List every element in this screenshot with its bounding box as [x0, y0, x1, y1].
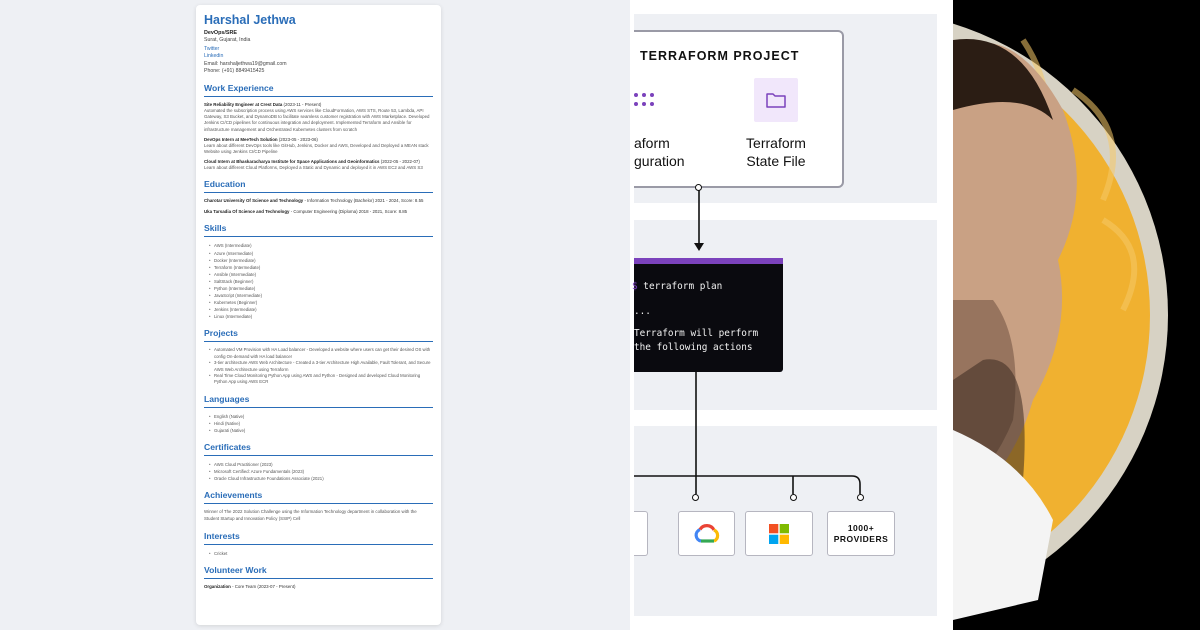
volunteer-org: Organization [204, 583, 231, 589]
list-item: 3-tier architecture AWS Web Architecture… [209, 360, 433, 373]
languages-list: English (Native) Hindi (Native) Gujarati… [204, 413, 433, 434]
config-caption-line1: aform [634, 135, 670, 151]
education-entry: Uka Tarsadia Of Science and Technology -… [204, 209, 433, 215]
achievement-text: Winner of The 2022 Solution Challenge us… [204, 509, 417, 522]
terraform-diagram: TERRAFORM PROJECT aform guration Terrafo… [630, 0, 953, 630]
avatar [953, 23, 1168, 620]
list-item: Jenkins (Intermediate) [209, 306, 433, 313]
state-caption-line2: State File [746, 153, 806, 169]
list-item: Real Time Cloud Monitoring Python App us… [209, 373, 433, 386]
list-item: Terraform (Intermediate) [209, 264, 433, 271]
provider-card-partial [634, 511, 648, 556]
section-work-heading: Work Experience [204, 83, 433, 97]
google-cloud-icon [694, 523, 719, 543]
terminal-line: ... [634, 306, 651, 317]
certificates-list: AWS Cloud Practitioner (2023) Microsoft … [204, 461, 433, 482]
school-detail: - Information Technology (Bachelor) 2021… [303, 198, 424, 204]
list-item: AWS Cloud Practitioner (2023) [209, 461, 433, 468]
list-item: Cricket [209, 550, 433, 557]
skills-list: AWS (Intermediate) Azure (Intermediate) … [204, 242, 433, 320]
terminal-command: $ terraform plan [632, 281, 723, 292]
connector-node [692, 494, 699, 501]
section-certificates-heading: Certificates [204, 442, 433, 457]
school-name: Charotar University Of Science and Techn… [204, 198, 304, 204]
job-dates: (2023-11 - Present) [282, 102, 322, 107]
list-item: Automated VM Provision with HA Load bala… [209, 347, 433, 360]
job-entry: Site Reliability Engineer at Crest Data … [204, 102, 433, 133]
list-item: SaltStack (Beginner) [209, 278, 433, 285]
projects-list: Automated VM Provision with HA Load bala… [204, 347, 433, 385]
linkedin-link[interactable]: Linkedin [204, 53, 224, 59]
terminal-line: Terraform will perform [634, 328, 759, 339]
terminal-window: $ terraform plan ... Terraform will perf… [632, 258, 783, 372]
list-item: Docker (Intermediate) [209, 257, 433, 264]
job-entry: DevOps Intern at MeeTech Solution (2023-… [204, 137, 433, 155]
list-item: Hindi (Native) [209, 420, 433, 427]
project-title: TERRAFORM PROJECT [640, 49, 800, 63]
configuration-icon [630, 80, 664, 124]
job-title: Site Reliability Engineer at Crest Data [204, 102, 283, 107]
provider-card-azure [745, 511, 813, 556]
job-description: Learn about different Cloud Platforms, D… [204, 165, 423, 171]
section-education-heading: Education [204, 179, 433, 194]
resume-role: DevOps/SRE [204, 30, 237, 36]
connector-node [857, 494, 864, 501]
terminal-prompt: $ [632, 281, 638, 292]
connector-node [790, 494, 797, 501]
list-item: Python (Intermediate) [209, 285, 433, 292]
resume-phone: Phone: (+91) 8849415425 [204, 68, 265, 74]
list-item: Microsoft Certified: Azure Fundamentals … [209, 468, 433, 475]
provider-card-gcp [678, 511, 735, 556]
providers-count: 1000+ [847, 522, 875, 533]
list-item: Linux (Intermediate) [209, 313, 433, 320]
list-item: Azure (Intermediate) [209, 250, 433, 257]
resume-name: Harshal Jethwa [204, 13, 296, 27]
school-detail: - Computer Engineering (Diploma) 2018 - … [289, 209, 408, 215]
section-skills-heading: Skills [204, 223, 433, 238]
provider-card-more: 1000+ PROVIDERS [827, 511, 895, 556]
terminal-line: the following actions [634, 342, 753, 353]
resume-document: Harshal Jethwa DevOps/SRE Surat, Gujarat… [196, 5, 441, 625]
job-dates: (2022-05 - 2022-07) [379, 159, 420, 165]
job-description: Learn about different DevOps tools like … [204, 142, 429, 155]
config-caption-line2: guration [634, 153, 685, 169]
terminal-line-command: $ terraform plan [632, 281, 722, 292]
profile-photo [953, 0, 1200, 630]
section-projects-heading: Projects [204, 328, 433, 343]
job-description: Automated the subscription process using… [204, 108, 430, 132]
section-volunteer-heading: Volunteer Work [204, 565, 433, 579]
resume-location: Surat, Gujarat, India [204, 37, 251, 43]
twitter-link[interactable]: Twitter [204, 46, 220, 52]
section-achievements-heading: Achievements [204, 490, 433, 505]
providers-label: PROVIDERS [833, 533, 889, 544]
job-dates: (2023-05 - 2023-06) [277, 136, 318, 142]
microsoft-icon [769, 523, 789, 544]
school-name: Uka Tarsadia Of Science and Technology [204, 209, 290, 215]
connector-node [695, 184, 702, 191]
list-item: Kubernetes (Beginner) [209, 299, 433, 306]
job-title: DevOps Intern at MeeTech Solution [204, 136, 278, 142]
list-item: Gujarati (Native) [209, 427, 433, 434]
volunteer-entry: Organization - Core Team (2023-07 - Pres… [204, 584, 433, 590]
folder-icon [754, 78, 798, 122]
list-item: English (Native) [209, 413, 433, 420]
terraform-project-box: TERRAFORM PROJECT aform guration Terrafo… [634, 30, 844, 188]
list-item: Ansible (Intermediate) [209, 271, 433, 278]
list-item: Oracle Cloud Infrastructure Foundations … [209, 475, 433, 482]
job-entry: Cloud Intern at Bhaskaracharya Institute… [204, 159, 433, 171]
volunteer-detail: - Core Team (2023-07 - Present) [230, 583, 296, 589]
resume-email: Email: harshaljethwa19@gmail.com [204, 61, 287, 67]
list-item: AWS (Intermediate) [209, 242, 433, 249]
section-interests-heading: Interests [204, 531, 433, 545]
connector-lines [634, 190, 861, 494]
education-entry: Charotar University Of Science and Techn… [204, 198, 433, 204]
state-caption-line1: Terraform [746, 135, 806, 151]
interests-list: Cricket [204, 550, 433, 557]
list-item: JavaScript (Intermediate) [209, 292, 433, 299]
job-title: Cloud Intern at Bhaskaracharya Institute… [204, 159, 380, 165]
section-languages-heading: Languages [204, 394, 433, 408]
